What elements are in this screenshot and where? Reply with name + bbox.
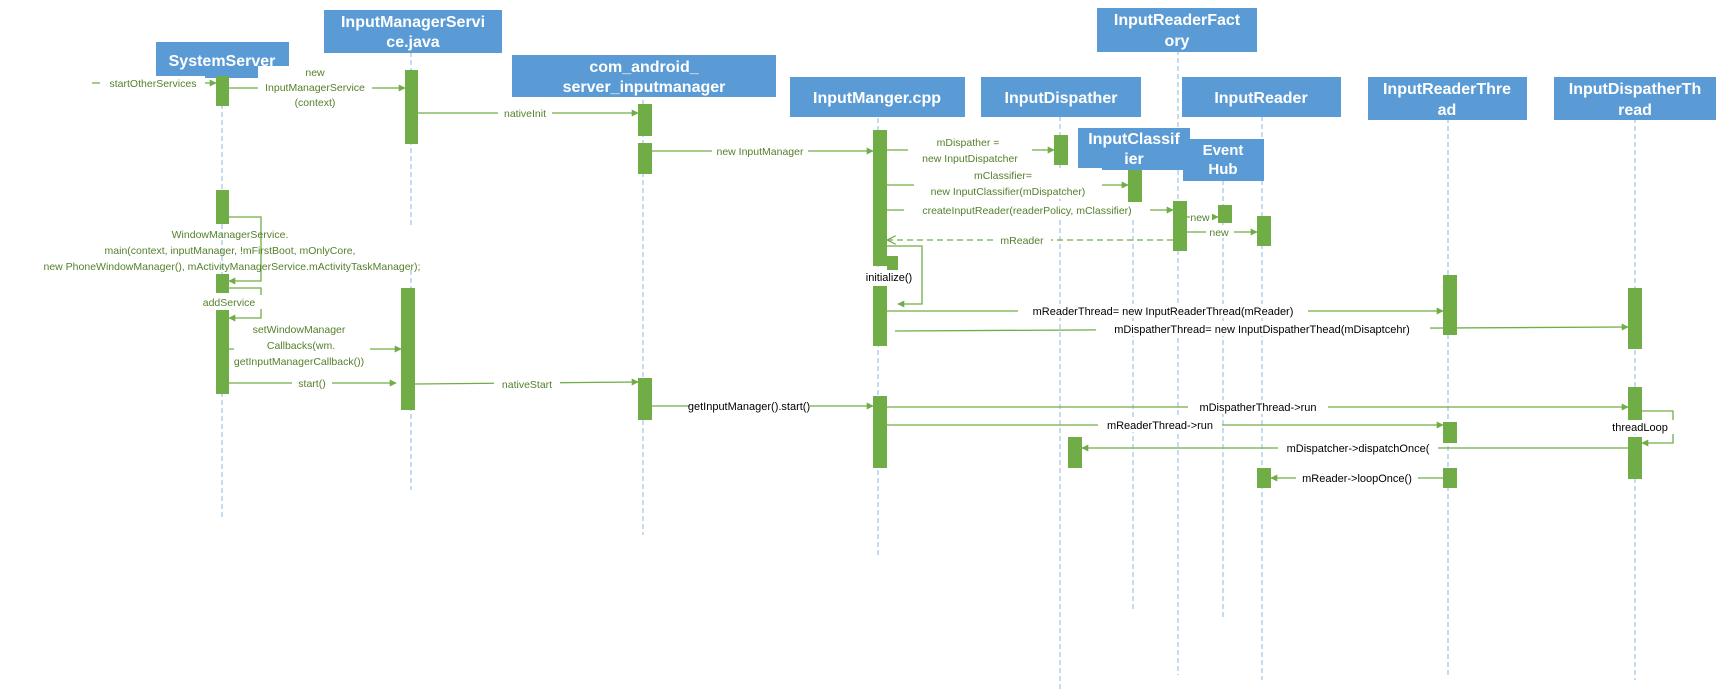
msg-wms-main-line-1: WindowManagerService.: [172, 229, 289, 241]
activation-reader-thread-2: [1443, 422, 1457, 443]
msg-dispatch-once: mDispatcher->dispatchOnce(: [1287, 443, 1430, 455]
participant-header-input-reader: [1182, 77, 1341, 117]
participant-input-dispatcher: InputDispather: [1005, 90, 1118, 107]
activation-dispatcher-thread-1: [1628, 288, 1642, 349]
participant-header-reader-thread: [1368, 77, 1527, 120]
activation-input-dispatcher-1: [1054, 135, 1068, 165]
participant-header-ims-java: [324, 10, 502, 53]
msg-new-input-manager: new InputManager: [717, 146, 804, 158]
msg-get-im-start: getInputManager().start(): [688, 401, 810, 413]
msg-new-2: new: [1209, 227, 1229, 239]
msg-set-wm-callbacks-line-2: Callbacks(wm.: [267, 340, 335, 352]
msg-new-ims-line-3: (context): [295, 97, 336, 109]
msg-native-start: nativeStart: [502, 379, 552, 391]
participant-ims-java-line-1: InputManagerServi: [341, 14, 485, 31]
msg-m-reader-thread: mReaderThread= new InputReaderThread(mRe…: [1033, 306, 1294, 318]
msg-m-dispatcher-line-1: mDispather =: [937, 137, 1000, 149]
activation-input-reader-2: [1257, 468, 1271, 488]
activation-input-reader-1: [1257, 216, 1271, 246]
msg-wms-main-line-3: new PhoneWindowManager(), mActivityManag…: [44, 261, 421, 273]
msg-new-ims-line-1: new: [305, 67, 325, 79]
msg-initialize: initialize(): [866, 272, 912, 284]
msg-wms-main-line-2: main(context, inputManager, !mFirstBoot,…: [105, 245, 356, 257]
msg-native-init: nativeInit: [504, 108, 546, 120]
activation-reader-thread-1: [1443, 275, 1457, 335]
arrow-initialize: [887, 245, 923, 308]
msg-new-ims-line-2: InputManagerService: [265, 82, 365, 94]
activation-input-dispatcher-2: [1068, 437, 1082, 468]
msg-create-input-reader: createInputReader(readerPolicy, mClassif…: [922, 205, 1131, 217]
activation-system-server-3: [216, 274, 229, 293]
participant-header-input-dispatcher: [981, 77, 1141, 117]
arrow-wms-main: [228, 216, 262, 285]
activation-reader-thread-3: [1443, 468, 1457, 488]
participant-header-input-manager: [790, 77, 965, 117]
participant-event-hub-line-2: Hub: [1208, 161, 1237, 178]
participant-header-input-classifier: [1078, 128, 1190, 170]
msg-start: start(): [298, 378, 325, 390]
activation-input-manager-2: [873, 286, 887, 346]
participant-event-hub-line-1: Event: [1203, 142, 1244, 159]
participant-input-reader: InputReader: [1214, 90, 1307, 107]
msg-add-service: addService: [203, 297, 256, 309]
participant-jni-line-1: com_android_: [589, 59, 699, 76]
activation-reader-factory-1: [1173, 201, 1187, 251]
activation-ims-java-2: [401, 288, 415, 410]
msg-start-other-services: startOtherServices: [110, 78, 197, 90]
participant-input-classifier-line-2: ier: [1124, 151, 1144, 168]
activation-ims-java-1: [405, 70, 418, 144]
participant-header-jni: [512, 55, 776, 97]
activation-input-classifier-1: [1128, 170, 1142, 202]
msg-set-wm-callbacks-line-3: getInputManagerCallback()): [234, 356, 364, 368]
participant-input-classifier-line-1: InputClassif: [1088, 131, 1180, 148]
participant-system-server: SystemServer: [169, 53, 276, 70]
participant-reader-factory-line-1: InputReaderFact: [1114, 12, 1241, 29]
participant-header-reader-factory: [1097, 8, 1257, 52]
msg-m-classifier-line-2: new InputClassifier(mDispatcher): [931, 186, 1086, 198]
activation-jni-3: [638, 378, 652, 420]
participant-reader-factory-line-2: ory: [1165, 33, 1190, 50]
activation-input-manager-1: [873, 130, 887, 266]
msg-reader-thread-run: mReaderThread->run: [1107, 420, 1213, 432]
activation-dispatcher-thread-3: [1628, 437, 1642, 479]
participant-dispatcher-thread-line-2: read: [1618, 102, 1652, 119]
participant-reader-thread-line-2: ad: [1438, 102, 1457, 119]
participant-input-manager: InputManger.cpp: [813, 90, 941, 107]
participant-dispatcher-thread-line-1: InputDispatherTh: [1569, 81, 1701, 98]
msg-thread-loop: threadLoop: [1612, 422, 1668, 434]
msg-m-dispatcher-line-2: new InputDispatcher: [922, 153, 1018, 165]
activation-system-server-1: [216, 76, 229, 106]
activation-system-server-2: [216, 190, 229, 224]
participant-header-event-hub: [1183, 139, 1264, 181]
activation-system-server-4: [216, 310, 229, 394]
participant-ims-java-line-2: ce.java: [386, 34, 439, 51]
msg-new-1: new: [1190, 212, 1210, 224]
activation-jni-2: [638, 143, 652, 174]
activation-jni-1: [638, 104, 652, 136]
msg-m-reader: mReader: [1000, 235, 1044, 247]
participant-header-dispatcher-thread: [1554, 77, 1716, 120]
msg-loop-once: mReader->loopOnce(): [1302, 473, 1412, 485]
msg-m-dispather-thread: mDispatherThread= new InputDispatherThea…: [1114, 324, 1410, 336]
activation-event-hub-1: [1218, 205, 1232, 223]
activation-input-manager-3: [873, 396, 887, 468]
participant-reader-thread-line-1: InputReaderThre: [1383, 81, 1511, 98]
msg-m-classifier-line-1: mClassifier=: [974, 170, 1032, 182]
msg-dispather-thread-run: mDispatherThread->run: [1199, 402, 1316, 414]
activation-dispatcher-thread-2: [1628, 387, 1642, 421]
participant-jni-line-2: server_inputmanager: [563, 79, 726, 96]
msg-set-wm-callbacks-line-1: setWindowManager: [253, 324, 346, 336]
activation-input-manager-4: [887, 256, 898, 280]
